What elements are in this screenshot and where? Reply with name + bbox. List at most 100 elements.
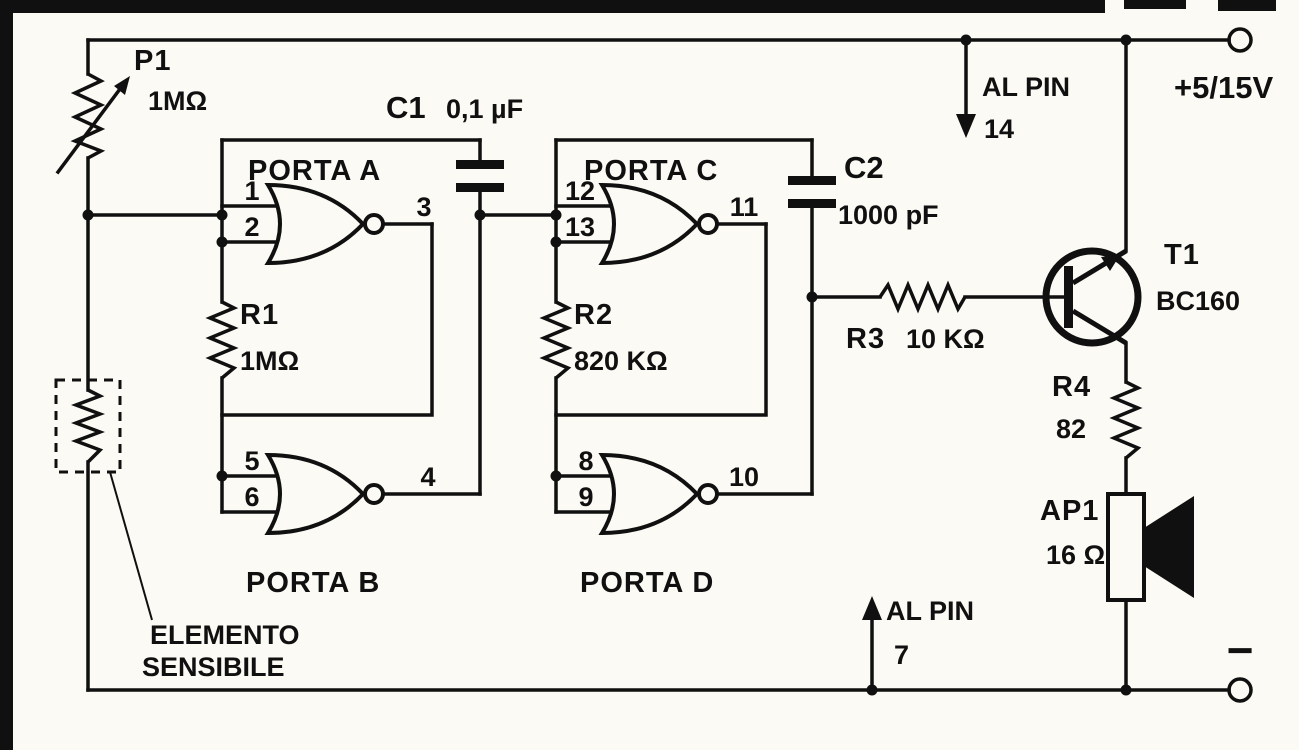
- junction-dot: [1120, 684, 1132, 696]
- nor-gate-d: PORTA D 8 9 10: [554, 446, 814, 599]
- pin-number: 3: [416, 192, 431, 222]
- label-al-pin-14: AL PIN: [982, 72, 1070, 102]
- label-pin-7-number: 7: [894, 640, 909, 670]
- potentiometer-p1: P1 1MΩ: [55, 45, 207, 175]
- inverter-bubble-icon: [363, 213, 385, 235]
- pin-number: 9: [578, 482, 593, 512]
- transistor-collector: [1071, 308, 1128, 346]
- al-pin-7-arrow: AL PIN 7: [862, 596, 974, 692]
- positive-terminal: [1227, 27, 1253, 53]
- label-c2-value: 1000 pF: [838, 200, 939, 230]
- pin-number: 8: [578, 446, 593, 476]
- resistor-r4: R4 82: [1052, 371, 1143, 460]
- pin-number: 4: [420, 462, 435, 492]
- label-c2-ref: C2: [844, 150, 884, 185]
- nor-gate-b: PORTA B 5 6 4: [220, 446, 482, 599]
- junction-dot: [550, 236, 562, 248]
- down-arrowhead-icon: [956, 114, 976, 138]
- speaker-body: [1106, 492, 1146, 602]
- capacitor-c2: C2 1000 pF: [788, 138, 939, 496]
- nor-gate-body: [598, 182, 700, 266]
- inverter-bubble-icon: [697, 213, 719, 235]
- junction-dot: [474, 209, 486, 221]
- transistor-t1: T1 BC160: [1042, 239, 1240, 347]
- label-r2-value: 820 KΩ: [574, 346, 668, 376]
- pin-number: 2: [244, 212, 259, 242]
- label-r3-ref: R3: [846, 323, 885, 355]
- sensor-element: ELEMENTO SENSIBILE: [54, 378, 300, 682]
- feedback-wire-stage2: [554, 222, 768, 417]
- label-ap1-ref: AP1: [1040, 495, 1099, 527]
- label-positive-supply: +5/15V: [1174, 70, 1273, 105]
- sensor-pointer-line: [109, 471, 153, 621]
- junction-dot: [216, 470, 228, 482]
- label-negative-supply: −: [1227, 624, 1254, 676]
- resistor-r2: R2 820 KΩ: [539, 299, 668, 380]
- nor-gate-c: PORTA C 12 13 11: [554, 155, 768, 266]
- transistor-base-bar: [1064, 266, 1073, 328]
- inverter-bubble-icon: [363, 483, 385, 505]
- junction-dot: [1120, 34, 1132, 46]
- label-r2-ref: R2: [574, 299, 613, 331]
- capacitor-c1: C1 0,1 µF: [386, 90, 523, 496]
- junction-dot: [866, 684, 878, 696]
- label-t1-value: BC160: [1156, 286, 1240, 316]
- junction-dot: [216, 236, 228, 248]
- junction-dot: [550, 209, 562, 221]
- power-rails: [86, 27, 1253, 703]
- junction-dot: [216, 209, 228, 221]
- label-r4-value: 82: [1056, 414, 1086, 444]
- label-c1-value: 0,1 µF: [446, 94, 523, 124]
- label-p1-ref: P1: [134, 45, 171, 77]
- junction-dot: [82, 209, 94, 221]
- label-sensor-line2: SENSIBILE: [142, 652, 285, 682]
- wires: [86, 38, 1128, 692]
- junction-dot: [806, 291, 818, 303]
- al-pin-14-arrow: AL PIN 14: [956, 38, 1070, 144]
- label-c1-ref: C1: [386, 90, 426, 125]
- label-r1-value: 1MΩ: [240, 346, 299, 376]
- wiper-arrow: [55, 86, 123, 175]
- pin-number: 11: [730, 192, 759, 222]
- capacitor-plate: [788, 176, 836, 185]
- capacitor-plate: [456, 160, 504, 169]
- nor-gate-body: [264, 452, 366, 536]
- label-ap1-value: 16 Ω: [1046, 540, 1105, 570]
- resistor-r3: R3 10 KΩ: [846, 280, 985, 355]
- label-t1-ref: T1: [1164, 239, 1200, 271]
- pin-number: 10: [729, 462, 759, 492]
- label-r3-value: 10 KΩ: [906, 324, 985, 354]
- junction-dot: [960, 34, 972, 46]
- label-gate-d-name: PORTA D: [580, 567, 714, 599]
- label-gate-b-name: PORTA B: [246, 567, 380, 599]
- pin-number: 1: [244, 176, 259, 206]
- nor-gate-body: [598, 452, 700, 536]
- label-p1-value: 1MΩ: [148, 86, 207, 116]
- inverter-bubble-icon: [697, 483, 719, 505]
- resistor-r1: R1 1MΩ: [205, 299, 299, 380]
- label-r1-ref: R1: [240, 299, 279, 331]
- pin-number: 5: [244, 446, 259, 476]
- label-pin-14-number: 14: [984, 114, 1014, 144]
- negative-terminal: [1227, 677, 1253, 703]
- up-arrowhead-icon: [862, 596, 882, 620]
- pin-number: 6: [244, 482, 259, 512]
- junction-dots: [82, 34, 1132, 696]
- emitter-arrowhead-icon: [1101, 255, 1120, 271]
- label-al-pin-7: AL PIN: [886, 596, 974, 626]
- pin-number: 12: [565, 176, 595, 206]
- capacitor-plate: [788, 199, 836, 208]
- speaker-ap1: AP1 16 Ω: [1040, 492, 1194, 602]
- feedback-wire-stage1: [220, 222, 434, 417]
- label-gate-a-name: PORTA A: [248, 155, 381, 187]
- label-sensor-line1: ELEMENTO: [150, 620, 300, 650]
- capacitor-plate: [456, 183, 504, 192]
- junction-dot: [550, 470, 562, 482]
- nor-gate-a: PORTA A 1 2 3: [220, 155, 434, 266]
- label-r4-ref: R4: [1052, 371, 1091, 403]
- pin-number: 13: [565, 212, 595, 242]
- sensor-dashed-box: [54, 378, 122, 474]
